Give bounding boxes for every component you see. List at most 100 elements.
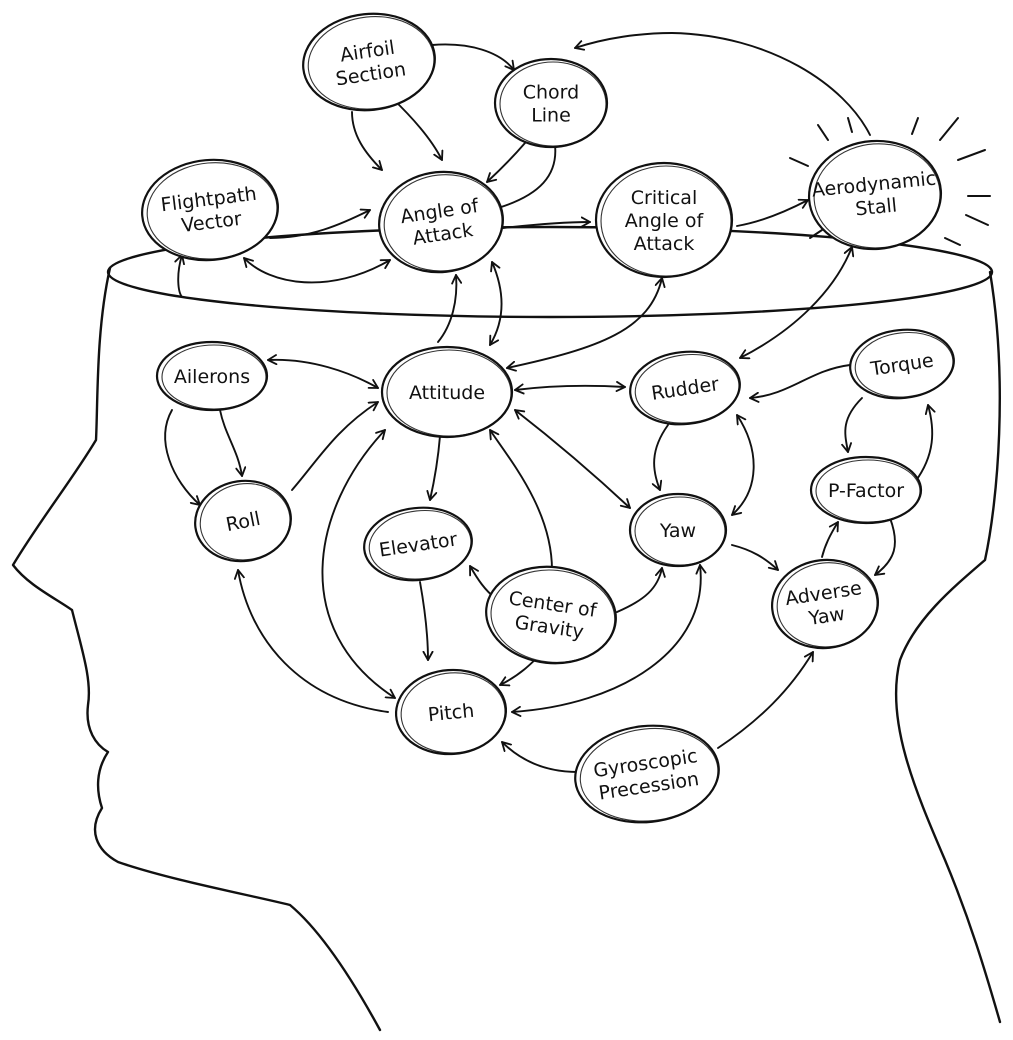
node-attitude: Attitude <box>380 345 514 439</box>
burst-ray-2 <box>817 124 829 141</box>
node-torque-outline <box>849 328 955 400</box>
edge-yaw-pitch <box>511 564 707 717</box>
node-airfoil-outline <box>302 12 436 112</box>
edge-attitude-stall <box>739 246 855 360</box>
node-pitch-label-1: Pitch <box>427 700 475 726</box>
edge-chord-aoa-1 <box>486 142 526 183</box>
node-caoa-label-1: Critical <box>631 187 697 209</box>
node-attitude-label-1: Attitude <box>409 382 485 404</box>
edge-roll-attitude <box>291 401 379 491</box>
node-ailerons-outline <box>155 340 269 412</box>
edge-aoa-caoa <box>502 216 591 229</box>
node-elevator-sketch-outline <box>368 510 472 580</box>
node-roll-outline <box>194 479 292 563</box>
edge-stall-chord <box>574 32 871 136</box>
node-pfactor: P-Factor <box>809 455 923 525</box>
edge-ailerons-roll-2 <box>219 409 247 477</box>
edge-chord-aoa-2 <box>497 144 557 209</box>
node-pfactor-label-1: P-Factor <box>828 480 904 502</box>
edge-pfactor-torque <box>914 404 936 483</box>
edge-yaw-adverse <box>731 544 779 571</box>
burst-ray-10 <box>944 237 961 246</box>
node-caoa-label-3: Attack <box>634 233 695 255</box>
burst-ray-5 <box>939 117 959 141</box>
burst-ray-1 <box>789 157 809 167</box>
node-yaw-label-1: Yaw <box>659 520 696 542</box>
node-ailerons-label-1: Ailerons <box>174 366 250 388</box>
edge-flightpath-aoa <box>269 208 371 239</box>
edge-caoa-stall <box>736 198 809 227</box>
edge-adverse-pfactor <box>821 521 839 558</box>
node-gyro-outline <box>574 724 720 824</box>
stall-burst <box>789 117 991 246</box>
node-roll: Roll <box>194 479 292 563</box>
node-adverse-outline <box>770 558 880 650</box>
edge-rudder-yaw <box>651 424 669 491</box>
node-caoa-outline <box>594 161 734 279</box>
edge-pfactor-adverse <box>874 517 896 576</box>
edge-gyro-pitch <box>501 741 579 773</box>
edge-airfoil-aoa-2 <box>391 97 444 161</box>
node-aoa-outline <box>378 170 504 274</box>
node-stall-label-2: Stall <box>854 194 898 220</box>
node-pitch-outline <box>394 668 508 756</box>
node-adverse-label-2: Yaw <box>806 603 846 630</box>
edge-attitude-caoa <box>506 277 666 372</box>
node-pitch: Pitch <box>394 668 508 756</box>
edge-attitude-aoa-2 <box>489 261 503 346</box>
burst-ray-9 <box>809 229 823 239</box>
burst-ray-6 <box>957 149 986 161</box>
node-ailerons-sketch-outline <box>161 344 267 410</box>
node-gyro-sketch-outline <box>579 727 719 822</box>
edge-elevator-pitch <box>419 581 434 661</box>
edge-airfoil-aoa-1 <box>351 111 383 171</box>
node-torque-sketch-outline <box>854 332 954 398</box>
node-pfactor-outline <box>809 455 923 525</box>
node-yaw: Yaw <box>628 492 728 568</box>
head-back-line <box>894 270 1002 1024</box>
node-flightpath-outline <box>141 158 279 262</box>
node-airfoil-sketch-outline <box>307 16 435 110</box>
node-torque: Torque <box>849 328 955 400</box>
node-pfactor-sketch-outline <box>815 459 921 523</box>
burst-ray-4 <box>911 117 919 135</box>
node-chord-label-1: Chord <box>523 82 579 104</box>
node-rudder-sketch-outline <box>634 353 740 424</box>
node-yaw-sketch-outline <box>634 496 726 566</box>
edge-attitude-yaw <box>514 409 631 509</box>
node-aoa-sketch-outline <box>383 174 503 272</box>
edge-attitude-elevator <box>426 435 441 501</box>
edge-gyro-adverse <box>717 651 814 749</box>
edge-attitude-pitch-arc <box>321 429 396 699</box>
node-chord-label-2: Line <box>531 105 571 127</box>
node-chord-sketch-outline <box>499 61 607 147</box>
node-rudder: Rudder <box>629 350 741 426</box>
edge-ailerons-attitude <box>267 354 379 389</box>
edge-ailerons-roll-1 <box>164 409 201 506</box>
head-profile-line <box>11 266 382 1032</box>
node-flightpath-sketch-outline <box>146 162 278 260</box>
node-ailerons: Ailerons <box>155 340 269 412</box>
node-adverse-sketch-outline <box>776 562 878 648</box>
node-cog-outline <box>485 565 617 665</box>
edge-roll-pitch <box>233 569 389 713</box>
node-pitch-sketch-outline <box>400 672 506 754</box>
edge-cog-attitude <box>489 429 553 571</box>
edge-flightpath-to-aoa-arc <box>243 257 391 284</box>
node-elevator-outline <box>363 506 473 582</box>
edge-cog-yaw <box>616 567 666 613</box>
edge-attitude-aoa-1 <box>437 274 463 343</box>
edge-flightpath-rim <box>174 254 185 298</box>
edge-torque-rudder <box>749 364 851 403</box>
